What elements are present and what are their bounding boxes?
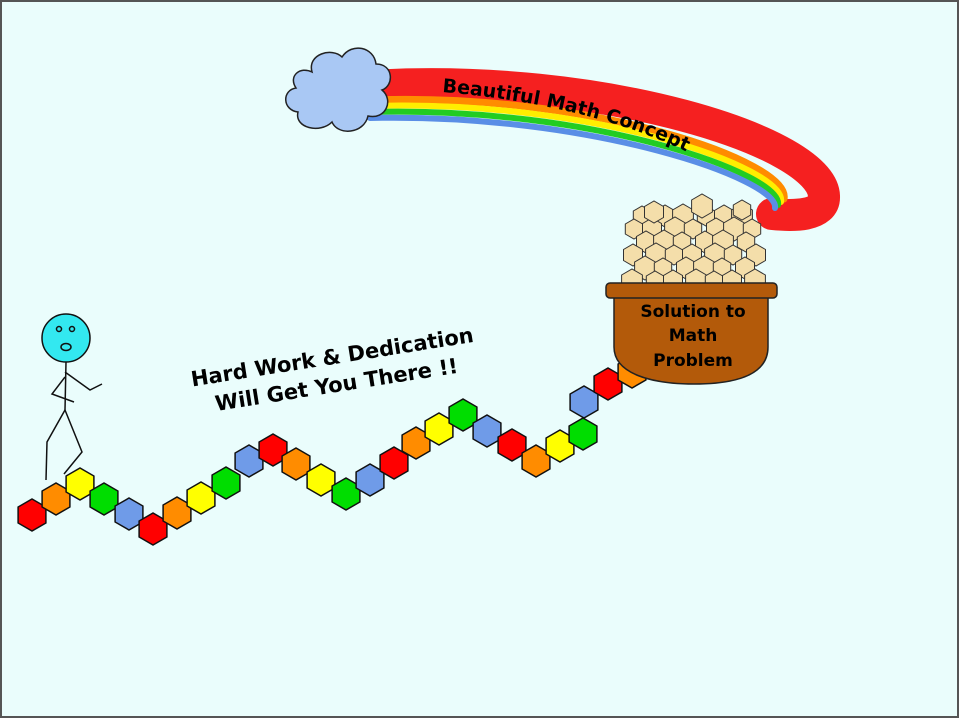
stick-figure-back-leg [45, 409, 66, 481]
gold-nugget [691, 193, 713, 219]
pot-of-gold: Solution to Math Problem [605, 282, 778, 385]
rainbow-red-band [354, 68, 840, 231]
path-hexagon [472, 414, 502, 448]
left-eye [55, 325, 63, 333]
pot-body [613, 293, 769, 385]
rainbow-yellow-band [367, 102, 785, 205]
cloud-shape [285, 47, 391, 132]
path-hexagon [186, 481, 216, 515]
pot-label-line2: Math [669, 326, 718, 346]
gold-nugget [723, 244, 743, 266]
hexagon-path [17, 355, 647, 546]
motivation-caption: Hard Work & Dedication Will Get You Ther… [189, 323, 475, 416]
path-hexagon [114, 497, 144, 531]
pot-label-line3: Problem [653, 351, 733, 371]
rainbow-green-band [367, 108, 782, 208]
path-hexagon [448, 398, 478, 432]
stick-figure-front-leg [63, 409, 83, 475]
gold-nugget [644, 200, 664, 224]
pot-rim [605, 282, 778, 299]
path-hexagon [258, 433, 288, 467]
stick-figure-front-arm [64, 371, 103, 391]
pot-label-line1: Solution to [640, 302, 745, 322]
stick-figure [41, 313, 103, 481]
rainbow-blue-band [367, 114, 778, 211]
stick-figure-back-arm [50, 376, 75, 403]
rainbow-orange-band [366, 95, 788, 203]
path-hexagon [281, 447, 311, 481]
right-eye [68, 325, 76, 333]
mouth [60, 342, 72, 352]
path-hexagon [497, 428, 527, 462]
stick-figure-torso [64, 361, 67, 411]
gold-nugget [732, 199, 752, 221]
gold-nuggets [621, 193, 766, 294]
path-hexagon [65, 467, 95, 501]
path-hexagon [568, 417, 598, 451]
stick-figure-head [41, 313, 91, 363]
path-hexagon [211, 466, 241, 500]
rainbow: Beautiful Math Concept [354, 68, 840, 231]
path-hexagon [89, 482, 119, 516]
gold-nugget [683, 218, 703, 240]
path-hexagon [306, 463, 336, 497]
